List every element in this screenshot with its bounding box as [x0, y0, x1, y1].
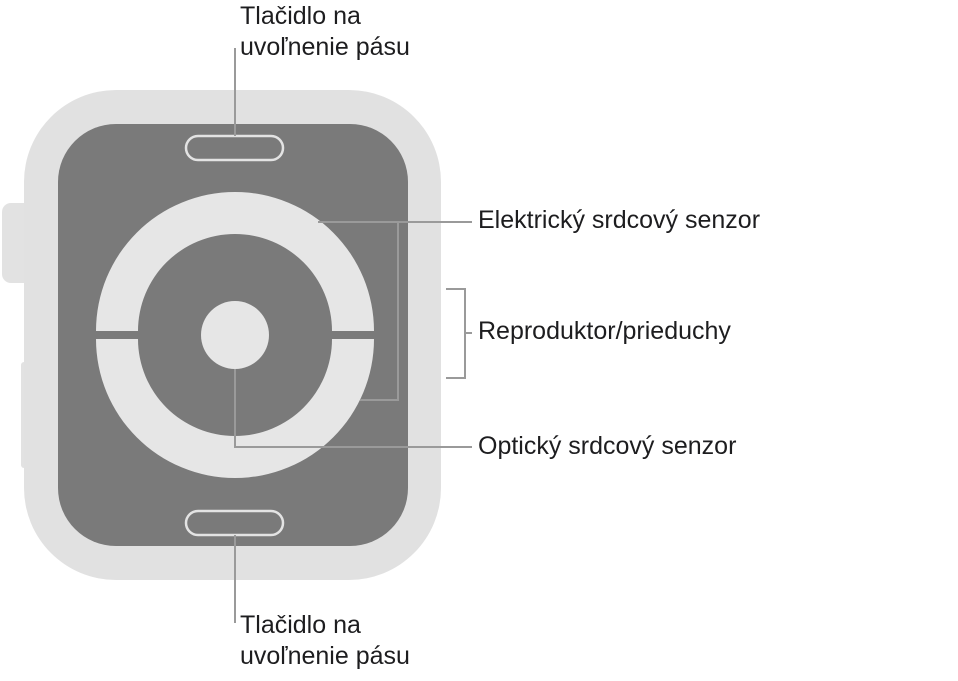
label-band-release-top-line1: Tlačidlo na	[240, 2, 361, 30]
label-band-release-bottom-line2: uvoľnenie pásu	[240, 642, 410, 670]
leader-line-speaker-vents	[446, 288, 472, 379]
label-band-release-top-line2: uvoľnenie pásu	[240, 33, 410, 61]
electrical-sensor-ring-bottom	[96, 339, 374, 478]
label-electrical-heart-sensor: Elektrický srdcový senzor	[478, 206, 761, 234]
electrical-sensor-ring-top	[96, 192, 374, 331]
label-speaker-vents: Reproduktor/prieduchy	[478, 317, 731, 345]
label-band-release-bottom: Tlačidlo na uvoľnenie pásu	[240, 610, 410, 672]
label-band-release-top: Tlačidlo na uvoľnenie pásu	[240, 1, 410, 63]
leader-line-optical-sensor	[234, 369, 472, 448]
leader-line-electrical-sensor	[318, 221, 472, 401]
optical-sensor	[201, 301, 269, 369]
label-band-release-bottom-line1: Tlačidlo na	[240, 611, 361, 639]
band-release-button-top	[184, 134, 285, 162]
band-release-button-bottom	[184, 509, 285, 537]
label-optical-heart-sensor: Optický srdcový senzor	[478, 432, 737, 460]
